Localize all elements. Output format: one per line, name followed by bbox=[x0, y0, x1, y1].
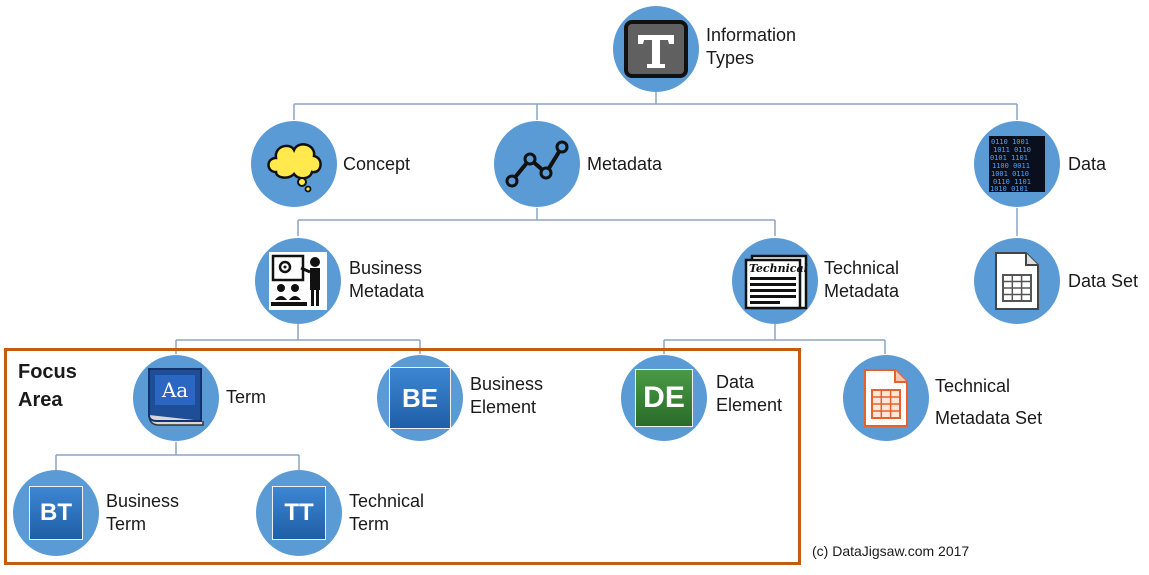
svg-text:Technical: Technical bbox=[749, 262, 808, 275]
technical-term-label: Technical Term bbox=[349, 491, 425, 534]
be-tile-icon: BE bbox=[389, 367, 451, 429]
svg-text:Aa: Aa bbox=[161, 378, 188, 402]
data-element-label: Data Element bbox=[716, 372, 783, 415]
technical-term-node: TT bbox=[256, 470, 342, 556]
binary-data-icon: 0110 1001 1011 0110 0101 1101 1100 0011 … bbox=[989, 136, 1045, 192]
svg-text:0101 1101: 0101 1101 bbox=[990, 154, 1028, 162]
concept-label: Concept bbox=[343, 154, 411, 174]
newspaper-icon: Technical bbox=[744, 254, 808, 310]
technical-metadata-set-label: Technical Metadata Set bbox=[935, 376, 1043, 428]
data-set-label: Data Set bbox=[1068, 271, 1139, 291]
orange-spreadsheet-icon bbox=[864, 369, 908, 427]
line-chart-icon bbox=[505, 140, 569, 188]
svg-text:1010 0101: 1010 0101 bbox=[990, 185, 1028, 192]
svg-text:1100 0011: 1100 0011 bbox=[992, 162, 1030, 170]
business-element-label: Business Element bbox=[470, 374, 544, 417]
concept-node bbox=[251, 121, 337, 207]
business-metadata-label: Business Metadata bbox=[349, 258, 425, 301]
business-metadata-node bbox=[255, 238, 341, 324]
term-label: Term bbox=[226, 387, 266, 407]
bt-tile-icon: BT bbox=[29, 486, 83, 540]
tt-tile-icon: TT bbox=[272, 486, 326, 540]
de-tile-icon: DE bbox=[635, 369, 693, 427]
svg-text:0110 1101: 0110 1101 bbox=[993, 178, 1031, 186]
technical-metadata-node: Technical bbox=[732, 238, 818, 324]
copyright-text: (c) DataJigsaw.com 2017 bbox=[812, 543, 970, 559]
technical-metadata-set-node bbox=[843, 355, 929, 441]
svg-text:1001 0110: 1001 0110 bbox=[991, 170, 1029, 178]
focus-area-box bbox=[4, 348, 801, 565]
data-element-node: DE bbox=[621, 355, 707, 441]
data-set-node bbox=[974, 238, 1060, 324]
svg-text:0110 1001: 0110 1001 bbox=[991, 138, 1029, 146]
data-label: Data bbox=[1068, 154, 1107, 174]
focus-area-label: Focus Area bbox=[18, 361, 77, 411]
technical-metadata-label: Technical Metadata bbox=[824, 258, 900, 301]
information-types-node bbox=[613, 6, 699, 92]
business-term-label: Business Term bbox=[106, 491, 180, 534]
data-node: 0110 1001 1011 0110 0101 1101 1100 0011 … bbox=[974, 121, 1060, 207]
typography-icon bbox=[624, 20, 688, 78]
metadata-node bbox=[494, 121, 580, 207]
dictionary-book-icon: Aa bbox=[148, 368, 204, 426]
presentation-icon bbox=[269, 252, 327, 310]
term-node: Aa bbox=[133, 355, 219, 441]
spreadsheet-file-icon bbox=[995, 252, 1039, 310]
business-element-node: BE bbox=[377, 355, 463, 441]
svg-text:1011 0110: 1011 0110 bbox=[993, 146, 1031, 154]
information-types-label: Information Types bbox=[706, 25, 797, 68]
thought-cloud-icon bbox=[267, 143, 322, 193]
business-term-node: BT bbox=[13, 470, 99, 556]
metadata-label: Metadata bbox=[587, 154, 663, 174]
